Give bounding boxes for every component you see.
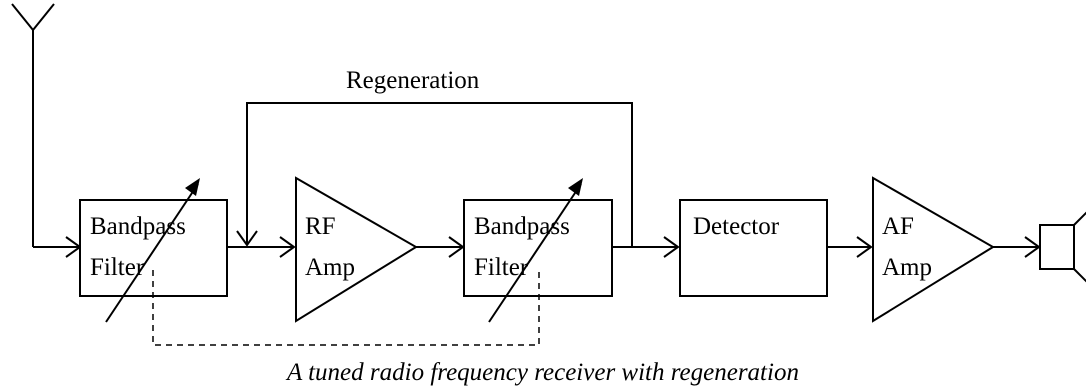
variable-tuning-arrow-icon xyxy=(488,178,583,323)
regeneration-label: Regeneration xyxy=(346,67,480,94)
rf-amp-block: RF Amp xyxy=(295,176,418,323)
af-amp-label-line2: Amp xyxy=(882,254,932,281)
af-amp-block: AF Amp xyxy=(872,176,995,323)
diagram-caption: A tuned radio frequency receiver with re… xyxy=(285,359,799,386)
speaker-icon xyxy=(1039,211,1086,283)
af-amp-label-line1: AF xyxy=(882,213,914,240)
rf-amp-label-line1: RF xyxy=(305,213,336,240)
detector-label: Detector xyxy=(693,213,780,240)
antenna-icon xyxy=(11,3,55,247)
ganged-tuning-link xyxy=(152,270,540,346)
signal-wire-filter1-to-rf-amp xyxy=(227,236,296,258)
signal-wire-af-amp-to-speaker xyxy=(993,236,1041,258)
signal-wire-filter2-to-detector xyxy=(612,236,680,258)
bandpass-filter-1-block: Bandpass Filter xyxy=(79,178,228,323)
signal-wire-rf-amp-to-filter2 xyxy=(416,236,465,258)
bandpass-filter-2-label-line2: Filter xyxy=(474,254,529,281)
bandpass-filter-1-label-line1: Bandpass xyxy=(90,213,186,240)
signal-wire-detector-to-af-amp xyxy=(827,236,873,258)
bandpass-filter-2-label-line1: Bandpass xyxy=(474,213,570,240)
variable-tuning-arrow-icon xyxy=(105,178,200,323)
signal-wire-antenna-to-filter xyxy=(33,236,82,258)
rf-amp-label-line2: Amp xyxy=(305,254,355,281)
detector-block: Detector xyxy=(679,199,828,297)
bandpass-filter-2-block: Bandpass Filter xyxy=(463,178,613,323)
regeneration-feedback-path xyxy=(236,102,633,247)
